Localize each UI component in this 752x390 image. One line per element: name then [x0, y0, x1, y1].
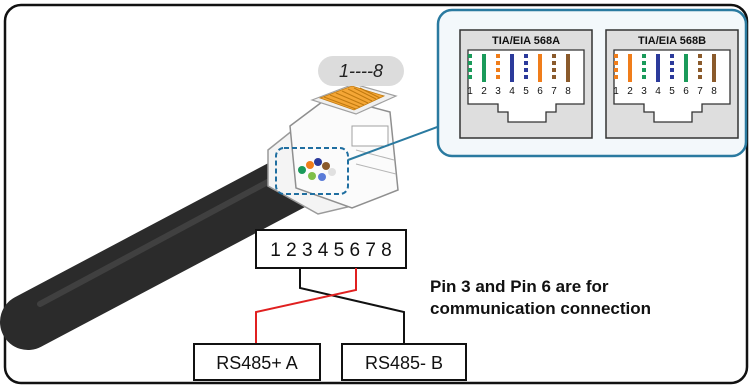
pin-number-4: 4 [655, 86, 661, 97]
pin-number-6: 6 [683, 86, 689, 97]
pin-number-8: 8 [711, 86, 717, 97]
pin-number-3: 3 [495, 86, 501, 97]
ethernet-cable-icon [0, 150, 328, 350]
note-line-2: communication connection [430, 299, 651, 318]
pin-range-bubble: 1----8 [318, 56, 404, 86]
pin-number-6: 6 [537, 86, 543, 97]
rs485-a-label: RS485+ A [216, 353, 298, 373]
pin-number-4: 4 [509, 86, 515, 97]
wire-b [299, 268, 405, 344]
wire-ends [298, 158, 336, 181]
rs485-b-label: RS485- B [365, 353, 443, 373]
wire-set-568b [614, 54, 716, 82]
rs485-a-box [193, 343, 321, 381]
note-line-1: Pin 3 and Pin 6 are for [430, 277, 609, 296]
standard-568a-title: TIA/EIA 568A [492, 35, 560, 47]
pin-strip-label: 1 2 3 4 5 6 7 8 [270, 240, 392, 261]
pin-number-3: 3 [641, 86, 647, 97]
pin-number-1: 1 [467, 86, 473, 97]
rs485-b-box [341, 343, 467, 381]
wire-set-568a [468, 54, 570, 82]
rj45-plug-icon [267, 83, 399, 215]
pin-number-7: 7 [551, 86, 557, 97]
pin-number-7: 7 [697, 86, 703, 97]
pin-number-8: 8 [565, 86, 571, 97]
pin-number-5: 5 [523, 86, 529, 97]
gold-contacts [318, 85, 386, 111]
wire-a [255, 268, 357, 344]
pin-number-5: 5 [669, 86, 675, 97]
pin-number-1: 1 [613, 86, 619, 97]
standard-568b-title: TIA/EIA 568B [638, 35, 706, 47]
pin-range-label: 1----8 [339, 61, 383, 81]
pin-number-2: 2 [627, 86, 633, 97]
highlight-box [275, 147, 349, 195]
pin-strip-box [255, 229, 407, 269]
callout-pointer [347, 125, 441, 161]
pin-number-2: 2 [481, 86, 487, 97]
